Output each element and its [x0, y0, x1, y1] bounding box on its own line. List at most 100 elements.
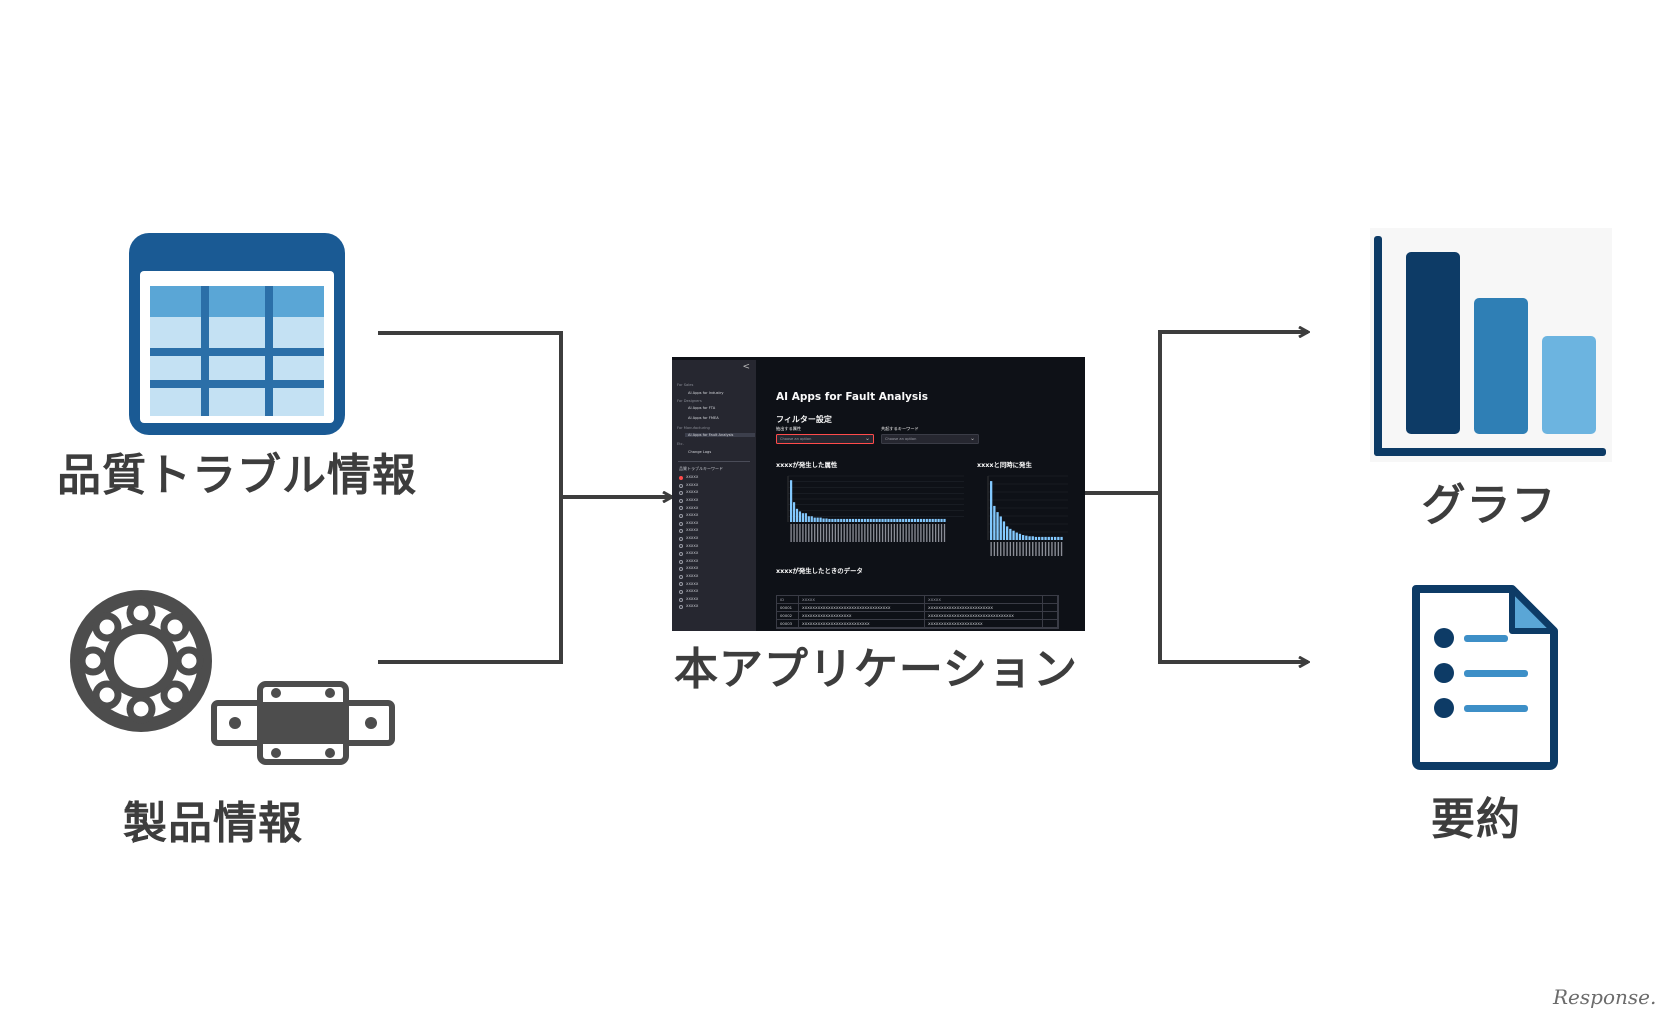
keyword-radio-option[interactable]: XXXXX — [679, 514, 698, 518]
tick-label — [1000, 542, 1002, 556]
sidebar-link-fault-analysis[interactable]: AI Apps for Fault Analysis — [685, 433, 755, 437]
sidebar-section-heading: For Sales — [677, 383, 694, 387]
keyword-radio-option[interactable]: XXXXX — [679, 521, 698, 526]
chart-bar — [1018, 533, 1022, 540]
radio-dot[interactable] — [679, 529, 683, 534]
keyword-radio-option[interactable]: XXXXX — [679, 605, 698, 610]
tick-label — [908, 524, 910, 542]
keyword-radio-option[interactable]: XXXXX — [679, 544, 698, 549]
sidebar-link-industry[interactable]: AI Apps for Industry — [688, 391, 724, 395]
attribute-bar-chart — [787, 475, 964, 542]
radio-dot[interactable] — [679, 567, 683, 572]
keyword-radio-option[interactable]: XXXXX — [679, 490, 699, 496]
chart-bar — [893, 518, 896, 522]
chart-bar — [849, 518, 852, 522]
tick-label — [825, 524, 828, 542]
tick-label — [884, 524, 887, 542]
keyword-radio-option[interactable]: XXXXX — [679, 559, 698, 564]
keyword-radio-option[interactable]: XXXXX — [679, 476, 698, 480]
chart-bar — [846, 518, 849, 522]
keyword-radio-option[interactable]: XXXXX — [679, 597, 698, 602]
radio-dot[interactable] — [679, 574, 683, 579]
radio-dot[interactable] — [679, 506, 683, 511]
tick-label — [1019, 542, 1021, 556]
chart-bar — [934, 518, 937, 522]
radio-dot[interactable] — [679, 483, 683, 488]
keyword-radio-option[interactable]: XXXXX — [679, 574, 698, 579]
table-cell: XXXXXXXXXXXXXXXXXXX — [799, 612, 925, 619]
keyword-radio-label: XXXXX — [686, 475, 699, 480]
radio-dot[interactable] — [679, 552, 683, 556]
tick-label — [923, 524, 925, 542]
keyword-radio-option[interactable]: XXXXX — [679, 536, 698, 541]
tick-label — [834, 524, 837, 542]
chart-bar — [875, 518, 878, 522]
keyword-radio-option[interactable]: XXXXX — [679, 506, 698, 511]
keyword-radio-option[interactable]: XXXXX — [679, 581, 699, 587]
chart-bar — [890, 518, 893, 522]
keyword-radio-option[interactable]: XXXXX — [679, 590, 698, 594]
tick-label — [840, 524, 842, 542]
tick-label — [1003, 542, 1005, 556]
keyword-radio-option[interactable]: XXXXX — [679, 552, 698, 556]
radio-dot[interactable] — [679, 590, 683, 594]
radio-dot[interactable] — [679, 559, 683, 564]
radio-dot[interactable] — [679, 498, 683, 503]
chevron-down-icon: ⌄ — [864, 435, 870, 442]
tick-label — [996, 542, 999, 556]
keyword-radio-label: XXXXX — [686, 490, 699, 495]
radio-dot[interactable] — [679, 521, 683, 526]
tick-label — [799, 524, 801, 542]
tick-label — [899, 524, 901, 542]
keyword-radio-option[interactable]: XXXXX — [679, 483, 698, 488]
product-info-label: 製品情報 — [123, 798, 303, 849]
sidebar-collapse-icon[interactable]: < — [742, 362, 750, 372]
radio-dot[interactable] — [679, 514, 683, 518]
keyword-radio-option[interactable]: XXXXX — [679, 498, 699, 503]
keyword-radio-option[interactable]: XXXXX — [679, 567, 698, 572]
attribute-select[interactable]: Choose an option ⌄ — [776, 434, 874, 444]
chart-bar — [1025, 535, 1028, 540]
radio-dot[interactable] — [679, 544, 683, 549]
radio-dot[interactable] — [679, 597, 683, 602]
chart-bar — [854, 518, 858, 522]
chart-bar — [943, 518, 946, 522]
select-placeholder: Choose an option — [885, 437, 917, 442]
tick-label — [802, 524, 804, 542]
chart-bar — [1009, 528, 1012, 540]
radio-dot[interactable] — [679, 582, 683, 587]
radio-dot[interactable] — [679, 476, 683, 480]
chart-bar — [878, 518, 881, 522]
chart-bar — [1060, 536, 1063, 540]
keyword-list-title: 品質トラブルキーワード — [679, 466, 723, 471]
tick-label — [993, 542, 996, 556]
tick-label — [1060, 542, 1063, 556]
radio-dot[interactable] — [679, 491, 683, 496]
chart-bar — [1050, 536, 1054, 540]
keyword-radio-option[interactable]: XXXXX — [679, 529, 698, 534]
tick-label — [790, 524, 792, 542]
chart-bar — [810, 516, 813, 522]
table-cell: XXXXXXXXXXXXXXXXXXXXXXXXXXXXXXXXX — [925, 612, 1043, 619]
radio-dot[interactable] — [679, 605, 683, 610]
chart-bar — [872, 518, 875, 522]
tick-label — [1032, 542, 1034, 556]
radio-dot[interactable] — [679, 536, 683, 541]
tick-label — [796, 524, 798, 542]
keyword-radio-label: XXXXX — [686, 581, 699, 586]
tick-label — [831, 524, 834, 542]
tick-label — [1044, 542, 1047, 556]
chart-bar — [834, 518, 837, 522]
bearing-icon — [70, 590, 212, 732]
sidebar-link-change-logs[interactable]: Change Logs — [688, 450, 712, 454]
table-cell — [1043, 620, 1058, 627]
keyword-select[interactable]: Choose an option ⌄ — [881, 434, 979, 444]
sidebar-link-fta[interactable]: AI Apps for FTA — [688, 406, 716, 410]
sidebar-link-fmea[interactable]: AI Apps for FMEA — [688, 416, 719, 420]
document-list-icon — [1412, 585, 1558, 770]
keyword-radio-label: XXXXX — [686, 498, 699, 502]
chart-bar — [905, 518, 908, 522]
tick-label — [849, 524, 851, 542]
